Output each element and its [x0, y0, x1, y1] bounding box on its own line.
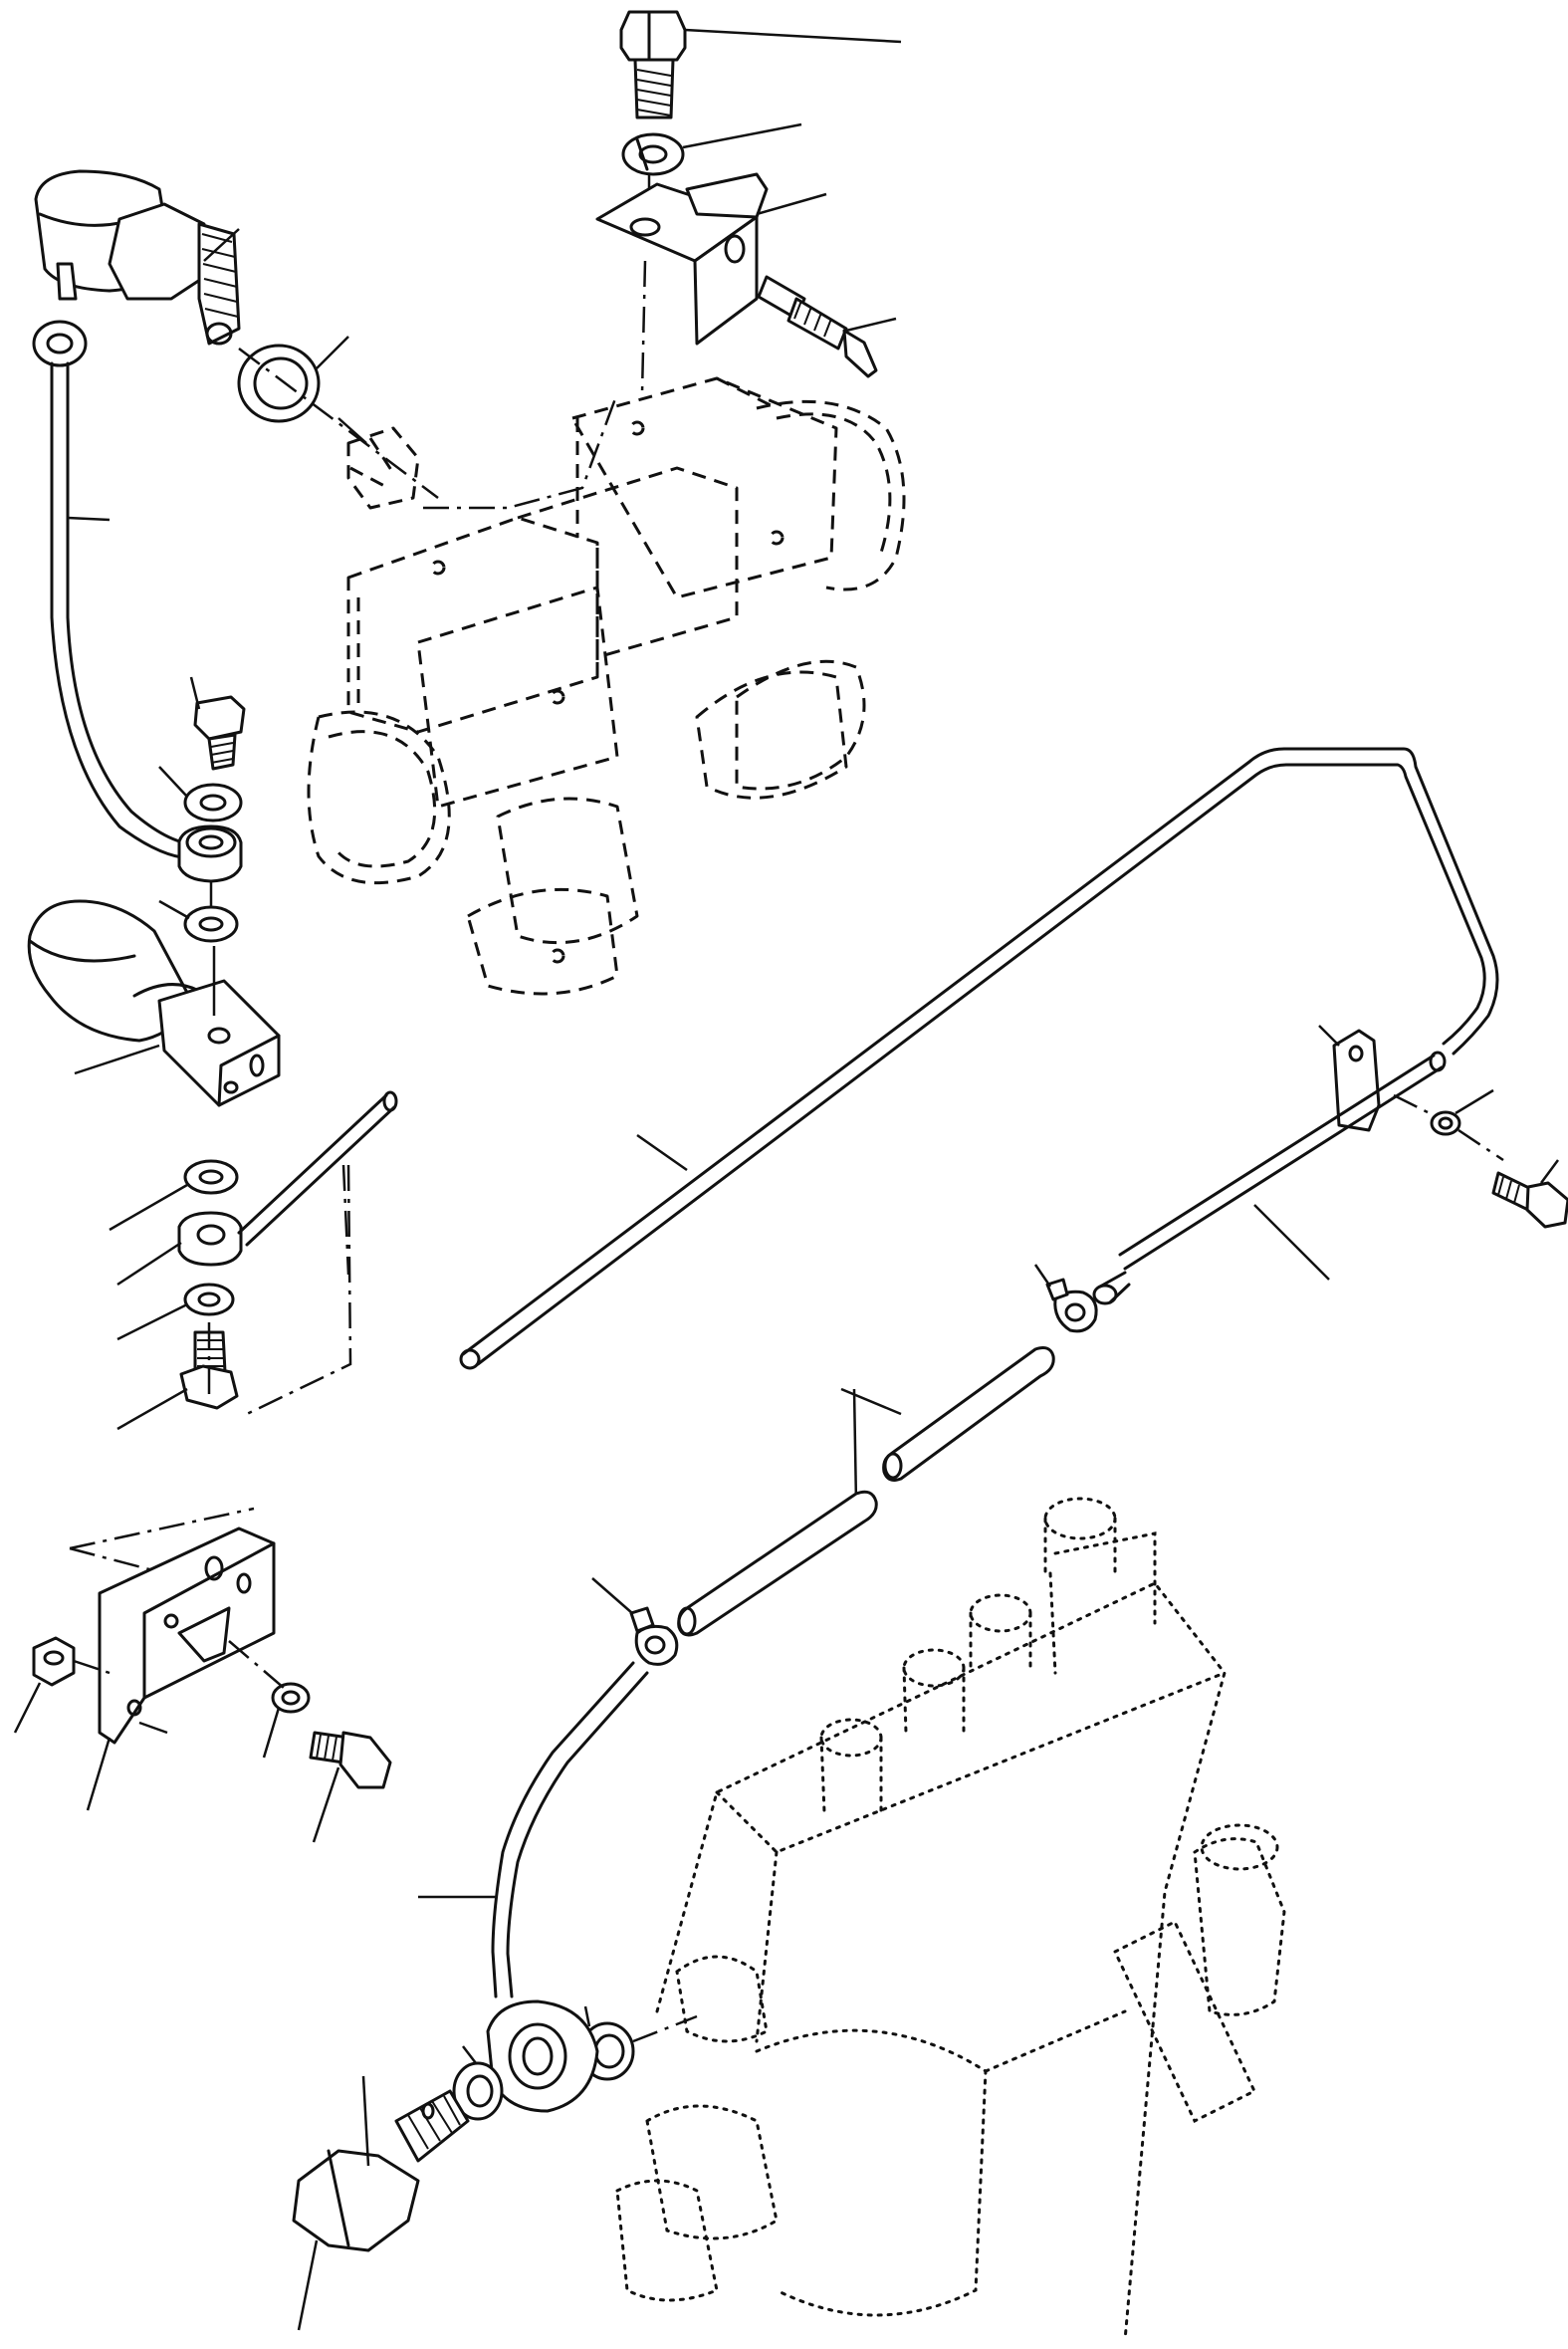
leader-line — [297, 2239, 319, 2331]
centerline — [69, 1507, 255, 1550]
rubber-hose-icon — [882, 1346, 1055, 1482]
leader-line — [86, 1737, 112, 1811]
leader-line — [591, 1577, 633, 1614]
leader-line — [316, 336, 349, 369]
pipe-line-icon — [32, 320, 196, 860]
hose-clamp-icon — [1045, 1278, 1098, 1333]
leader-line — [203, 228, 240, 262]
centerline — [1457, 1128, 1504, 1162]
leader-line — [312, 1766, 340, 1843]
lock-washer-icon — [1430, 1110, 1461, 1136]
leader-line — [583, 2005, 591, 2027]
lock-washer-icon — [271, 1682, 311, 1714]
leader-line — [1455, 1088, 1494, 1115]
leader-line — [636, 1133, 688, 1172]
leader-line — [116, 1302, 188, 1341]
centerline — [238, 348, 439, 499]
lock-washer-icon — [621, 132, 685, 176]
rubber-hose-icon — [1092, 1271, 1131, 1305]
leader-line — [684, 28, 902, 44]
leader-line — [337, 417, 367, 444]
leader-line — [158, 766, 188, 798]
leader-line — [67, 516, 111, 522]
temperature-sensor-icon — [757, 275, 878, 378]
hex-bolt-icon — [1491, 1171, 1568, 1229]
pipe-line-icon — [237, 1090, 398, 1247]
leader-line — [1253, 1204, 1330, 1281]
pressure-switch-icon — [34, 169, 241, 346]
pipe-line-icon — [1118, 1051, 1447, 1271]
leader-line — [138, 1721, 168, 1735]
rubber-hose-icon — [677, 1490, 878, 1637]
centerline — [423, 392, 619, 510]
lock-washer-icon — [183, 905, 239, 943]
solenoid-valve-icon — [27, 899, 281, 1107]
leader-line — [1033, 1264, 1052, 1288]
pipe-line-icon — [459, 747, 1499, 1370]
pipe-line-icon — [491, 1661, 649, 1998]
leader-line — [116, 1387, 188, 1431]
hex-bolt-icon — [619, 10, 687, 119]
leader-line — [109, 1183, 188, 1232]
leader-line — [852, 1388, 858, 1505]
leader-line — [116, 1241, 182, 1287]
lock-washer-icon — [183, 1283, 235, 1316]
leader-line — [74, 1044, 160, 1075]
gasket-ring-icon — [452, 2061, 504, 2121]
banjo-fitting-icon — [177, 824, 243, 883]
centerline — [632, 2014, 698, 2043]
hose-clamp-icon — [629, 1606, 679, 1666]
centerline — [246, 1164, 352, 1416]
lock-washer-icon — [183, 783, 243, 822]
lock-washer-icon — [183, 1159, 239, 1195]
centerline — [341, 1164, 350, 1276]
centerline — [640, 260, 647, 394]
mounting-plate-icon — [98, 1527, 276, 1745]
centerline — [228, 1640, 285, 1689]
leader-line — [682, 122, 802, 149]
banjo-fitting-icon — [486, 1999, 599, 2113]
leader-line — [462, 2045, 477, 2064]
injection-pump-icon — [615, 1497, 1286, 2342]
leader-line — [361, 2075, 370, 2167]
leader-line — [756, 192, 827, 216]
l-bracket-icon — [595, 172, 769, 346]
manifold-block-icon — [307, 376, 906, 996]
leader-line — [1539, 1159, 1560, 1184]
hex-bolt-icon — [193, 695, 246, 771]
hex-nut-icon — [32, 1636, 76, 1687]
leader-line — [262, 1707, 281, 1759]
centerline — [73, 1659, 111, 1675]
hex-bolt-icon — [309, 1731, 392, 1789]
hex-bolt-icon — [292, 2089, 470, 2252]
leader-line — [845, 317, 897, 333]
leader-line — [13, 1682, 42, 1734]
leader-line — [189, 676, 201, 710]
leader-line — [840, 1387, 902, 1416]
leader-line — [1318, 1025, 1340, 1047]
leader-line — [158, 899, 190, 920]
banjo-fitting-icon — [177, 1211, 243, 1267]
l-bracket-icon — [1332, 1029, 1381, 1132]
union-adapter-icon — [346, 426, 420, 510]
